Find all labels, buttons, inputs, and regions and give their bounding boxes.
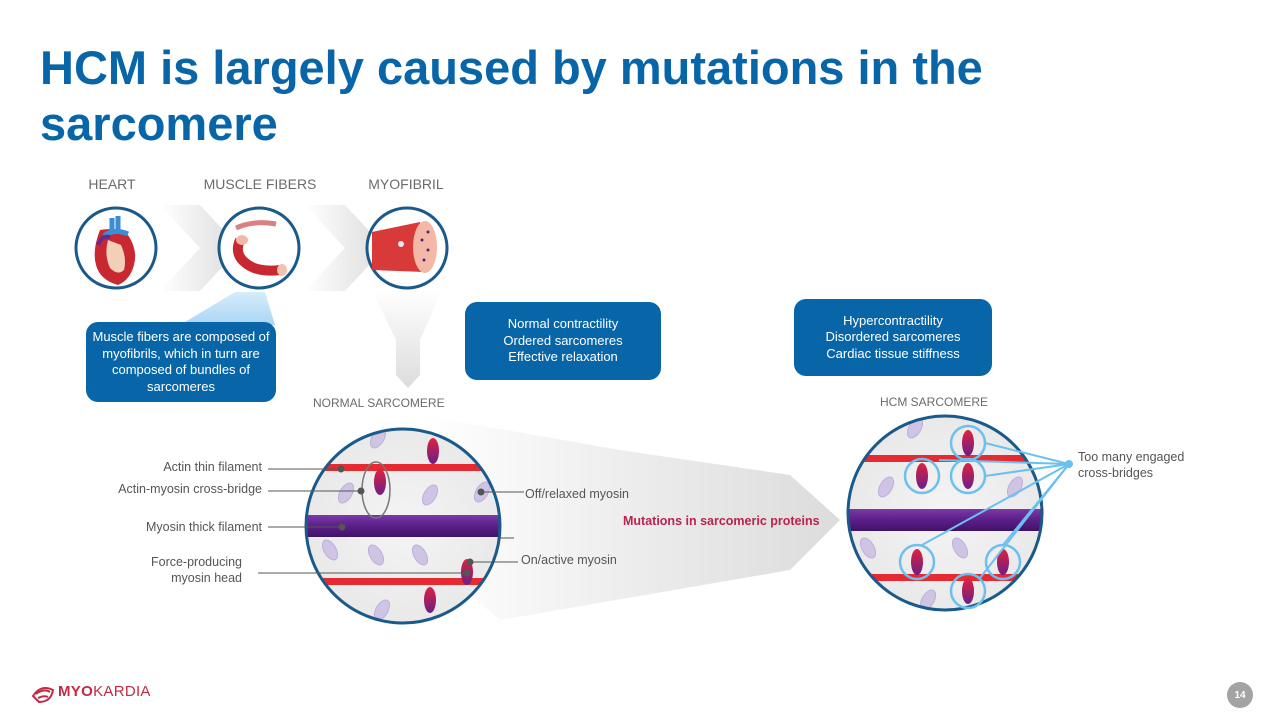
callout-fan [180, 292, 275, 325]
label-actin-thin-filament: Actin thin filament [163, 460, 262, 474]
muscle-fibers-icon [217, 206, 301, 290]
normal-sarcomere-label: NORMAL SARCOMERE [313, 396, 445, 410]
label-cross-bridges: cross-bridges [1078, 466, 1154, 480]
normal-callout-line: Normal contractility [507, 316, 619, 332]
normal-callout: Normal contractility Ordered sarcomeres … [465, 302, 661, 380]
stage-label-heart: HEART [88, 176, 136, 192]
label-on-active-myosin: On/active myosin [521, 553, 617, 567]
stage-label-muscle-fibers: MUSCLE FIBERS [203, 176, 317, 192]
highlight-rays [921, 442, 1070, 579]
hcm-callout: Hypercontractility Disordered sarcomeres… [794, 299, 992, 376]
mutation-label: Mutations in sarcomeric proteins [623, 514, 820, 528]
normal-callout-line: Ordered sarcomeres [503, 332, 623, 348]
hcm-callout-line: Disordered sarcomeres [825, 329, 961, 345]
fibers-callout-text: Muscle fibers are composed of myofibrils… [92, 329, 270, 394]
fibers-callout: Muscle fibers are composed of myofibrils… [86, 322, 276, 402]
logo-mark [31, 687, 55, 704]
label-too-many-engaged: Too many engaged [1078, 450, 1185, 464]
label-thick-filament: Myosin thick filament [145, 520, 262, 534]
company-logo: MYOKARDIA [58, 683, 151, 700]
label-cross-bridge: Actin-myosin cross-bridge [118, 482, 262, 496]
myofibril-icon [365, 206, 449, 290]
hcm-callout-line: Hypercontractility [843, 312, 943, 328]
logo-text: MYOKARDIA [58, 683, 151, 700]
hcm-sarcomere-label: HCM SARCOMERE [880, 395, 989, 409]
heart-icon [74, 206, 158, 290]
slide-title: HCM is largely caused by mutations in th… [40, 41, 983, 150]
mutation-arrow [420, 415, 840, 620]
hcm-sarcomere-illustration [848, 416, 1042, 610]
label-off-relaxed-myosin: Off/relaxed myosin [525, 487, 629, 501]
hcm-callout-line: Cardiac tissue stiffness [826, 345, 960, 361]
label-myosin-head: myosin head [171, 571, 242, 585]
engaged-cross-bridge-highlights [898, 424, 1022, 610]
normal-callout-line: Effective relaxation [508, 349, 618, 365]
logo-text-rest: KARDIA [93, 683, 151, 700]
label-force-producing: Force-producing [150, 555, 242, 569]
hcm-sarcomere-frame [846, 414, 1044, 612]
normal-sarcomere-illustration [306, 429, 500, 623]
zoom-funnel [372, 290, 442, 388]
chevron-arrow [160, 205, 240, 291]
chevron-arrow [305, 205, 385, 291]
normal-sarcomere-frame [304, 427, 502, 625]
page-number: 14 [1227, 682, 1253, 708]
logo-text-bold: MYO [58, 683, 94, 700]
stage-label-myofibril: MYOFIBRIL [368, 176, 444, 192]
